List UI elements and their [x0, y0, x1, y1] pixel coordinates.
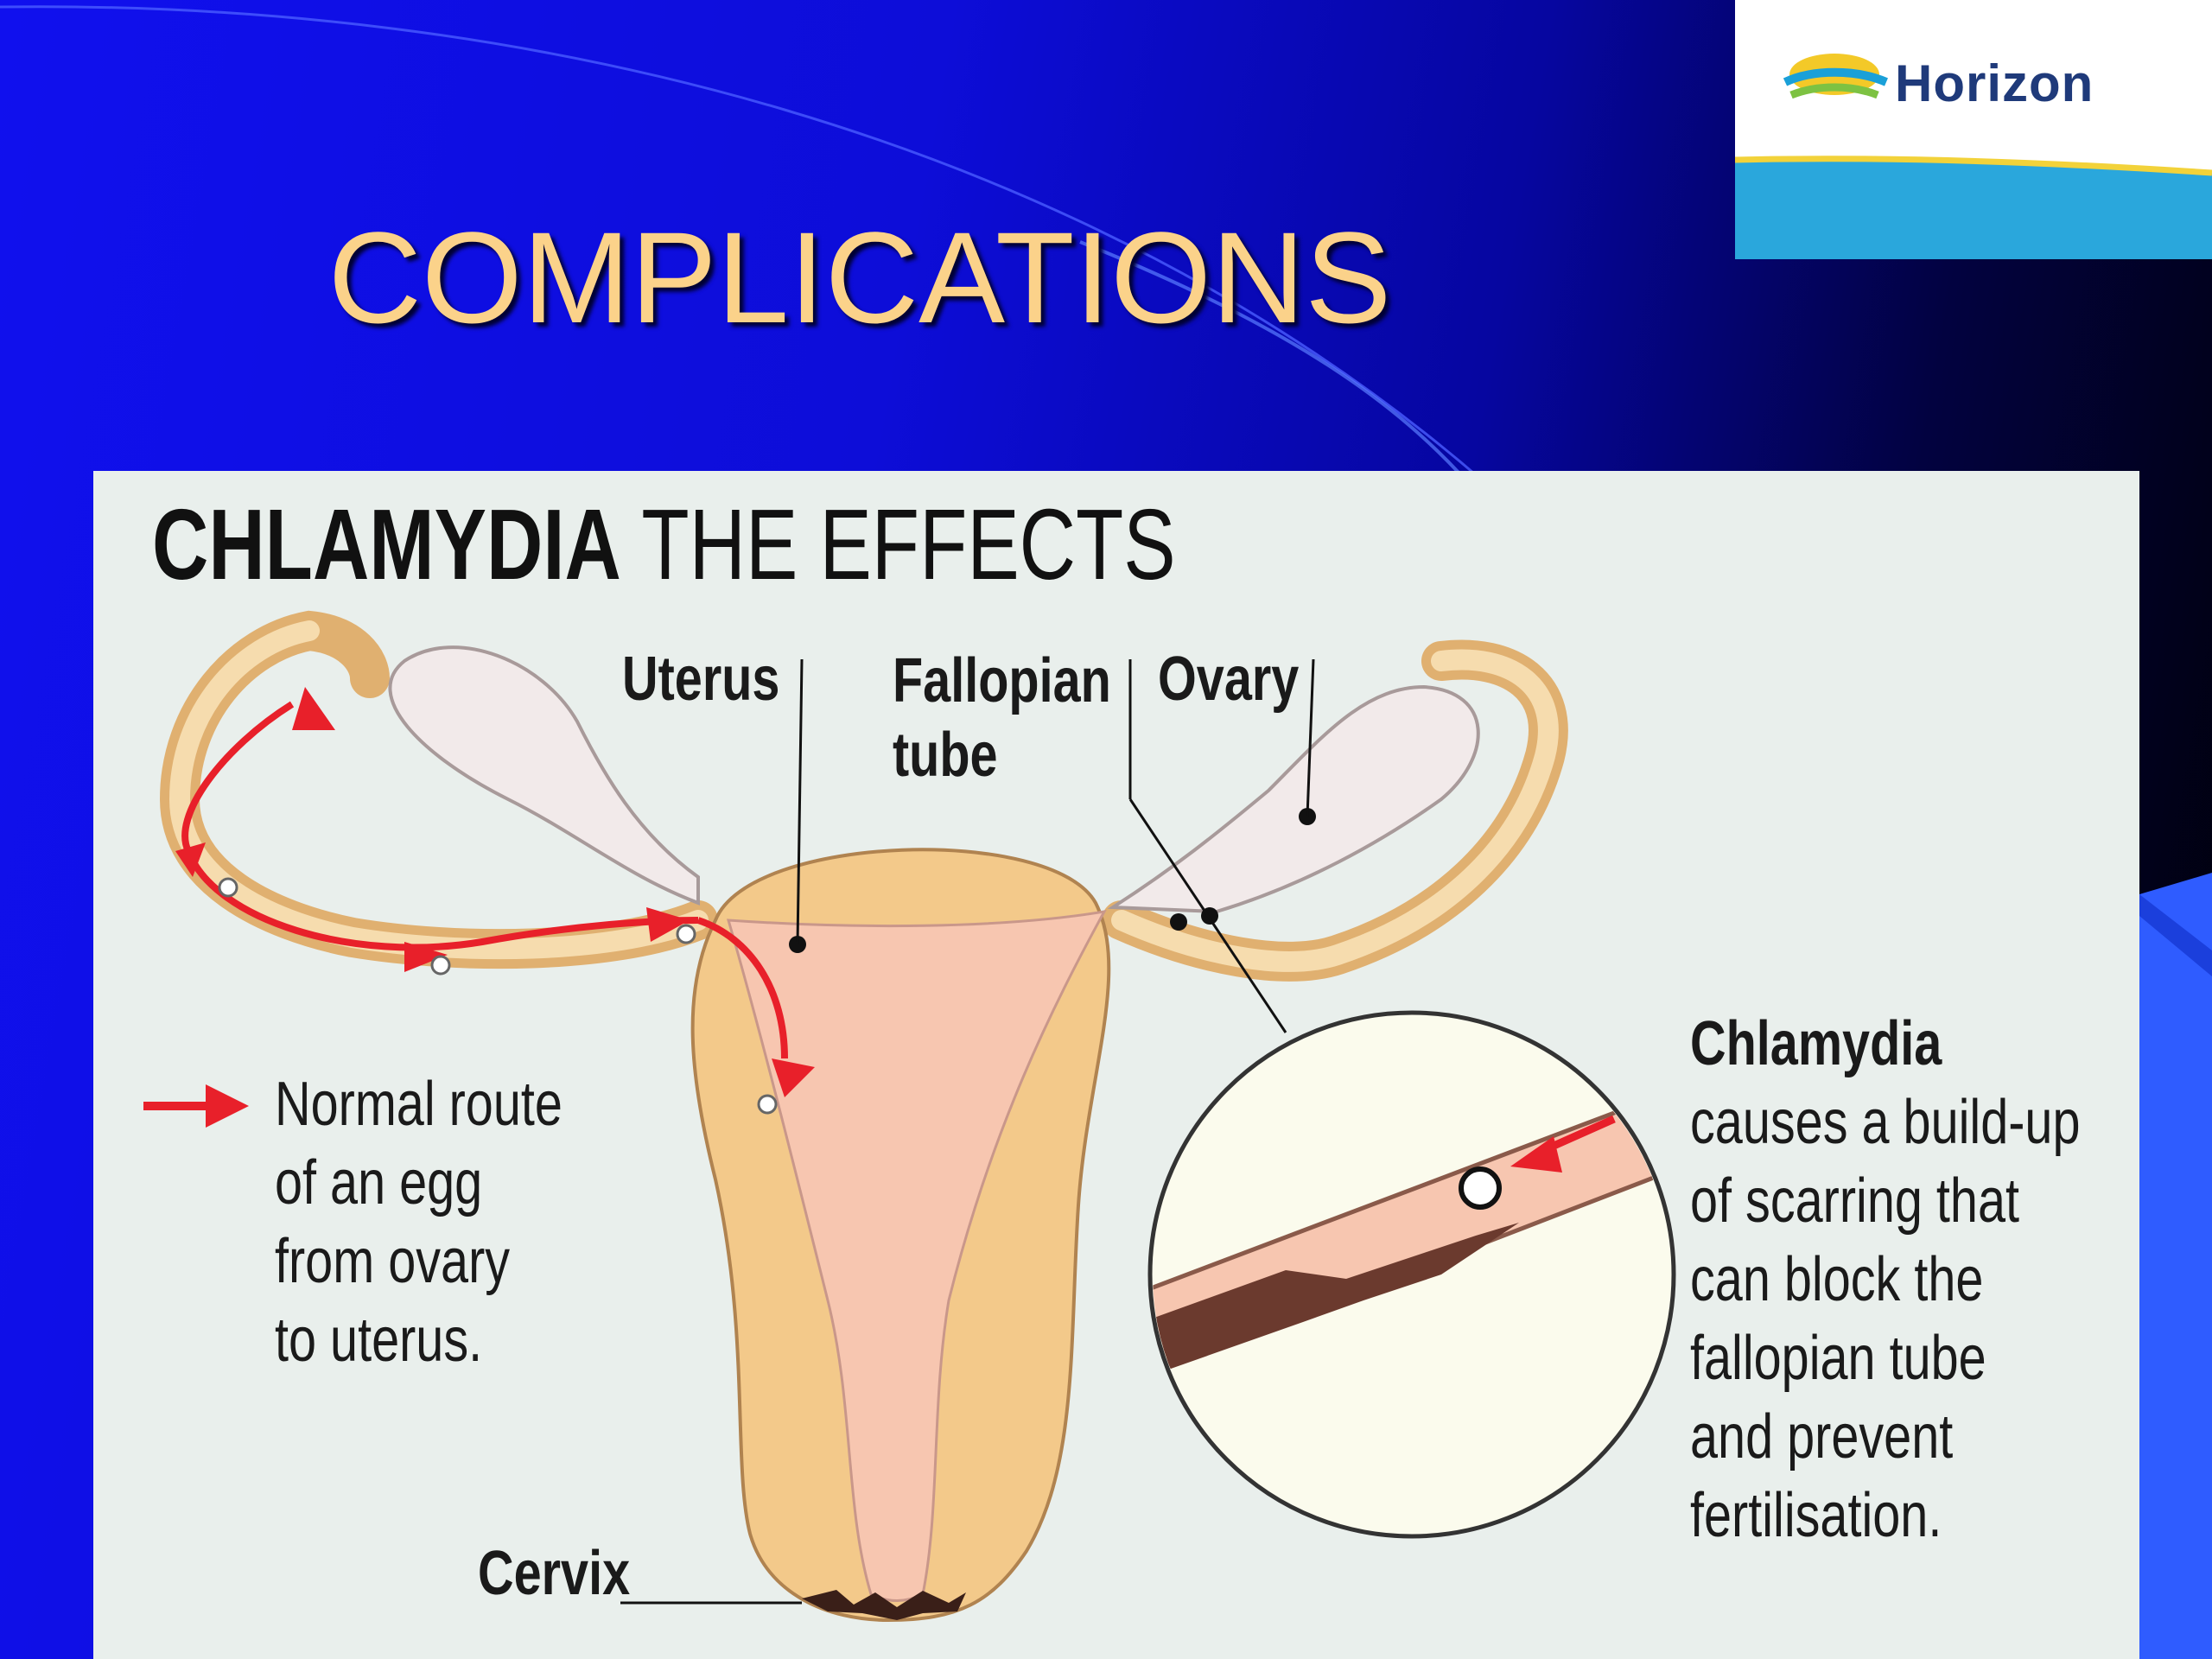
legend-line: of an egg — [275, 1148, 483, 1217]
callout-line: fertilisation. — [1690, 1481, 1942, 1550]
legend-text: Normal route of an egg from ovary to ute… — [275, 1065, 563, 1380]
callout-title: Chlamydia — [1690, 1009, 1942, 1078]
route-arrowhead-2 — [175, 842, 206, 877]
callout-line: causes a build-up — [1690, 1088, 2081, 1157]
slide-title-text: COMPLICATIONS — [327, 205, 1392, 350]
egg-route-path — [181, 701, 699, 951]
route-arrowhead-4 — [646, 907, 690, 942]
left-ovary — [388, 645, 700, 906]
cervix-mark — [802, 1590, 966, 1620]
route-arrowhead-1 — [292, 687, 335, 730]
label-uterus: Uterus — [622, 645, 780, 714]
blocked-egg — [1459, 1166, 1502, 1210]
label-ovary: Ovary — [1158, 645, 1300, 714]
callout-line: and prevent — [1690, 1402, 1954, 1471]
scar-tissue — [1153, 1223, 1519, 1374]
diagram-heading-rest: THE EFFECTS — [620, 488, 1176, 601]
legend-line: to uterus. — [275, 1306, 483, 1375]
label-fallopian-line1: Fallopian — [893, 646, 1111, 715]
callout-line: of scarring that — [1690, 1166, 2019, 1236]
callout-text: Chlamydia causes a build-up of scarring … — [1690, 1005, 2081, 1555]
legend-line: Normal route — [275, 1070, 563, 1139]
diagram-panel: CHLAMYDIA THE EFFECTS Uterus Fallopian t… — [93, 471, 2139, 1659]
slide-title: COMPLICATIONS — [0, 203, 2212, 353]
diagram-heading: CHLAMYDIA THE EFFECTS — [152, 486, 1176, 602]
label-cervix: Cervix — [478, 1539, 631, 1608]
callout-line: can block the — [1690, 1245, 1984, 1314]
right-ovary — [1107, 684, 1480, 914]
uterus-cavity — [726, 910, 1107, 1602]
tube-marker-1 — [1170, 913, 1187, 931]
logo-wordmark: Horizon — [1895, 54, 2094, 112]
route-arrowhead-3 — [404, 942, 448, 972]
horizon-logo: Horizon — [1735, 0, 2212, 259]
legend-line: from ovary — [275, 1227, 511, 1296]
callout-line: fallopian tube — [1690, 1324, 1986, 1393]
reproductive-system-illustration — [143, 610, 1676, 1623]
route-arrowhead-5 — [772, 1058, 815, 1097]
label-fallopian-tube: Fallopian tube — [893, 644, 1111, 792]
label-fallopian-line2: tube — [893, 721, 998, 790]
diagram-heading-bold: CHLAMYDIA — [152, 488, 621, 601]
logo-graphic — [1735, 54, 2212, 259]
